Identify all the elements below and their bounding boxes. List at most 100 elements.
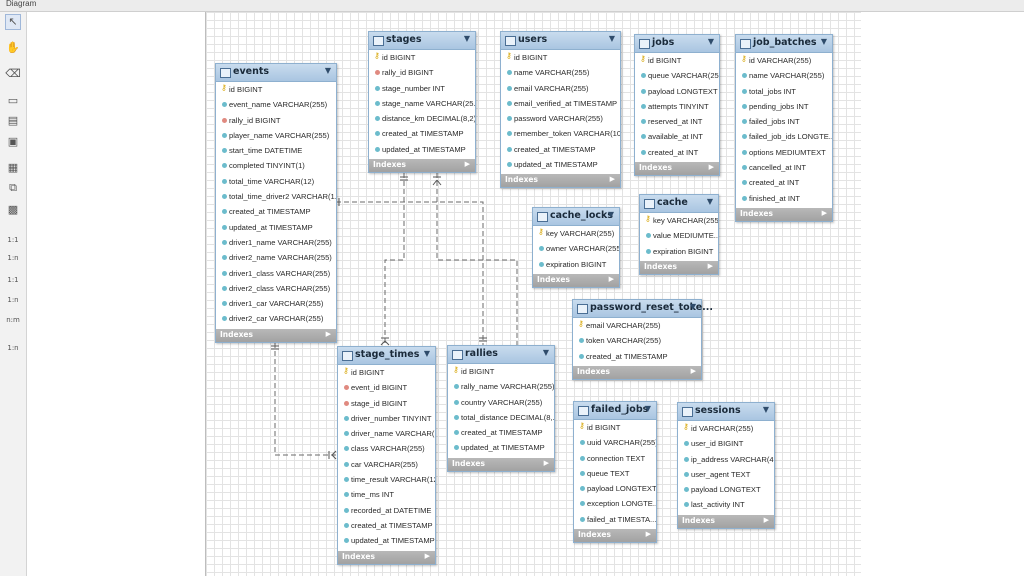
column-row[interactable]: uuid VARCHAR(255) [574, 435, 656, 450]
column-row[interactable]: updated_at TIMESTAMP [216, 220, 336, 235]
image-tool-icon[interactable]: ▣ [7, 135, 19, 148]
column-row[interactable]: attempts TINYINT [635, 99, 719, 114]
column-row[interactable]: stage_number INT [369, 81, 475, 96]
indexes-section[interactable]: Indexes▶ [448, 457, 554, 471]
column-row[interactable]: completed TINYINT(1) [216, 158, 336, 173]
column-row[interactable]: total_distance DECIMAL(8,... [448, 410, 554, 425]
column-row[interactable]: total_time VARCHAR(12) [216, 174, 336, 189]
column-row[interactable]: class VARCHAR(255) [338, 441, 435, 456]
table-tool-icon[interactable]: ▦ [7, 161, 19, 174]
column-row[interactable]: created_at TIMESTAMP [448, 425, 554, 440]
column-row[interactable]: last_activity INT [678, 497, 774, 512]
collapse-arrow-icon[interactable]: ▼ [820, 37, 827, 46]
rel-1-n-id-icon[interactable]: 1:n [7, 296, 19, 304]
indexes-section[interactable]: Indexes▶ [678, 514, 774, 528]
column-row[interactable]: user_id BIGINT [678, 436, 774, 451]
eraser-tool-icon[interactable]: ⌫ [5, 67, 21, 80]
column-row[interactable]: ⚷id VARCHAR(255) [736, 53, 832, 68]
column-row[interactable]: created_at TIMESTAMP [501, 142, 620, 157]
column-row[interactable]: rally_id BIGINT [369, 65, 475, 80]
expand-arrow-icon[interactable]: ▶ [707, 261, 713, 270]
column-row[interactable]: driver2_car VARCHAR(255) [216, 311, 336, 326]
expand-arrow-icon[interactable]: ▶ [543, 458, 549, 467]
column-row[interactable]: password VARCHAR(255) [501, 111, 620, 126]
column-row[interactable]: available_at INT [635, 129, 719, 144]
column-row[interactable]: ⚷id BIGINT [369, 50, 475, 65]
column-row[interactable]: updated_at TIMESTAMP [369, 142, 475, 157]
column-row[interactable]: ⚷key VARCHAR(255) [533, 226, 619, 241]
column-row[interactable]: email VARCHAR(255) [501, 81, 620, 96]
table-header[interactable]: cache_locks▼ [533, 208, 619, 226]
collapse-arrow-icon[interactable]: ▼ [762, 405, 769, 414]
column-row[interactable]: finished_at INT [736, 191, 832, 206]
column-row[interactable]: remember_token VARCHAR(100) [501, 126, 620, 141]
column-row[interactable]: stage_id BIGINT [338, 396, 435, 411]
indexes-section[interactable]: Indexes▶ [533, 273, 619, 287]
column-row[interactable]: expiration BIGINT [533, 257, 619, 272]
column-row[interactable]: car VARCHAR(255) [338, 457, 435, 472]
indexes-section[interactable]: Indexes▶ [574, 529, 656, 543]
column-row[interactable]: driver1_car VARCHAR(255) [216, 296, 336, 311]
column-row[interactable]: pending_jobs INT [736, 99, 832, 114]
expand-arrow-icon[interactable]: ▶ [645, 530, 651, 539]
table-header[interactable]: password_reset_toke...▼ [573, 300, 713, 318]
column-row[interactable]: failed_job_ids LONGTE... [736, 129, 832, 144]
column-row[interactable]: name VARCHAR(255) [736, 68, 832, 83]
note-tool-icon[interactable]: ▤ [7, 114, 19, 127]
collapse-arrow-icon[interactable]: ▼ [707, 37, 714, 46]
column-row[interactable]: name VARCHAR(255) [501, 65, 620, 80]
column-row[interactable]: total_time_driver2 VARCHAR(1... [216, 189, 336, 204]
column-row[interactable]: user_agent TEXT [678, 467, 774, 482]
table-password-reset-tokens[interactable]: password_reset_toke...▼⚷email VARCHAR(25… [572, 299, 713, 380]
expand-arrow-icon[interactable]: ▶ [424, 551, 430, 560]
table-job-batches[interactable]: job_batches▼⚷id VARCHAR(255)name VARCHAR… [735, 34, 833, 222]
expand-arrow-icon[interactable]: ▶ [609, 175, 615, 184]
column-row[interactable]: ⚷id BIGINT [574, 420, 656, 435]
collapse-arrow-icon[interactable]: ▼ [607, 210, 614, 219]
rel-1-n-icon[interactable]: 1:n [7, 254, 19, 262]
column-row[interactable]: ⚷id BIGINT [501, 50, 620, 65]
column-row[interactable]: event_name VARCHAR(255) [216, 97, 336, 112]
column-row[interactable]: connection TEXT [574, 451, 656, 466]
column-row[interactable]: ⚷key VARCHAR(255) [640, 213, 718, 228]
column-row[interactable]: country VARCHAR(255) [448, 395, 554, 410]
column-row[interactable]: ⚷id BIGINT [635, 53, 719, 68]
column-row[interactable]: distance_km DECIMAL(8,2) [369, 111, 475, 126]
column-row[interactable]: created_at TIMESTAMP [216, 204, 336, 219]
column-row[interactable]: payload LONGTEXT [678, 482, 774, 497]
column-row[interactable]: driver_name VARCHAR(... [338, 426, 435, 441]
column-row[interactable]: driver2_name VARCHAR(255) [216, 250, 336, 265]
column-row[interactable]: updated_at TIMESTAMP [501, 157, 620, 172]
column-row[interactable]: value MEDIUMTE... [640, 228, 718, 243]
column-row[interactable]: queue VARCHAR(25... [635, 68, 719, 83]
expand-arrow-icon[interactable]: ▶ [464, 160, 470, 169]
column-row[interactable]: exception LONGTE... [574, 496, 656, 511]
column-row[interactable]: owner VARCHAR(255) [533, 241, 619, 256]
table-header[interactable]: cache▼ [640, 195, 718, 213]
column-row[interactable]: event_id BIGINT [338, 380, 435, 395]
indexes-section[interactable]: Indexes▶ [501, 174, 620, 188]
collapse-arrow-icon[interactable]: ▼ [608, 34, 615, 43]
expand-arrow-icon[interactable]: ▶ [821, 208, 827, 217]
column-row[interactable]: driver1_name VARCHAR(255) [216, 235, 336, 250]
column-row[interactable]: time_ms INT [338, 487, 435, 502]
table-header[interactable]: stage_times▼ [338, 347, 435, 365]
layer-tool-icon[interactable]: ▭ [7, 94, 19, 107]
expand-arrow-icon[interactable]: ▶ [708, 163, 714, 172]
column-row[interactable]: token VARCHAR(255) [573, 333, 701, 348]
column-row[interactable]: reserved_at INT [635, 114, 719, 129]
indexes-section[interactable]: Indexes▶ [736, 207, 832, 221]
column-row[interactable]: total_jobs INT [736, 84, 832, 99]
column-row[interactable]: ⚷id BIGINT [338, 365, 435, 380]
column-row[interactable]: updated_at TIMESTAMP [448, 440, 554, 455]
column-row[interactable]: rally_name VARCHAR(255) [448, 379, 554, 394]
column-row[interactable]: created_at INT [635, 145, 719, 160]
column-row[interactable]: created_at TIMESTAMP [338, 518, 435, 533]
indexes-section[interactable]: Indexes▶ [573, 365, 701, 379]
